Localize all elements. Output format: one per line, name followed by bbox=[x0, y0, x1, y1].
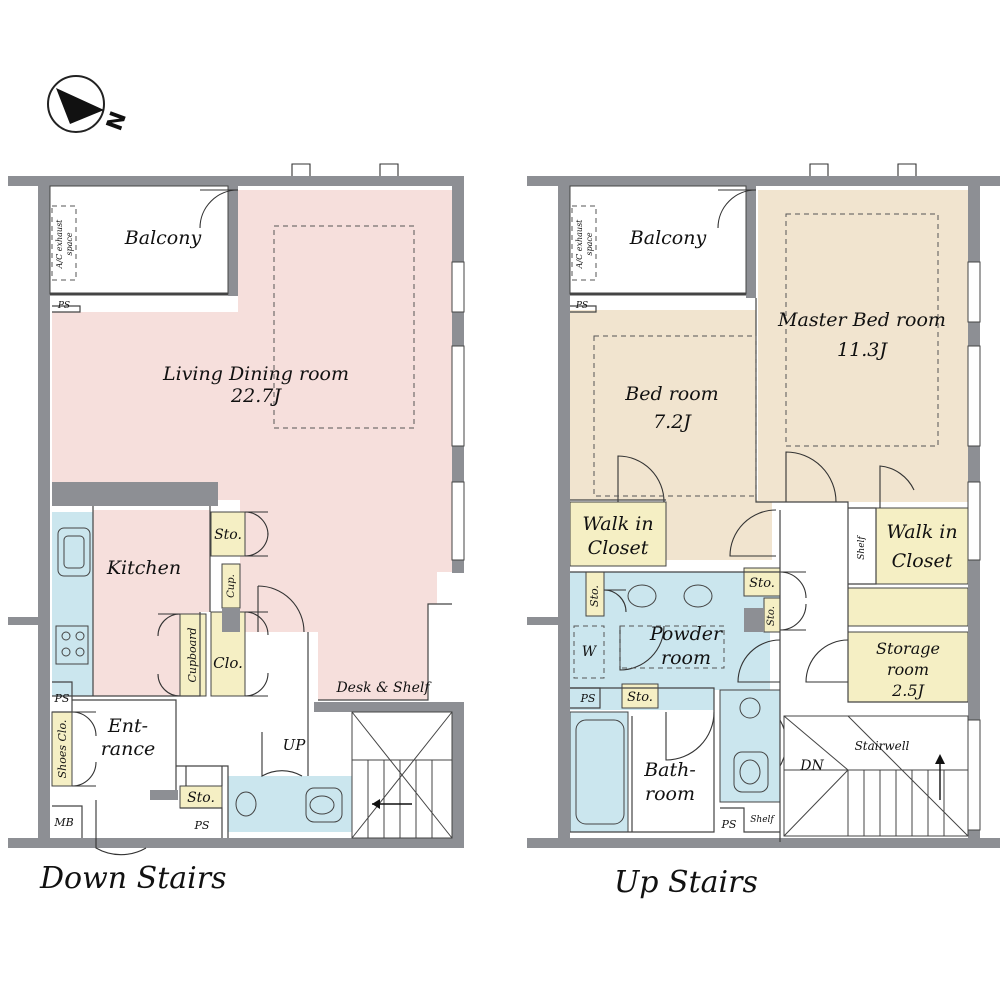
storage-room bbox=[847, 631, 969, 703]
ps-label: PS bbox=[721, 818, 737, 831]
bedroom bbox=[570, 310, 772, 560]
storage-room-size: 2.5J bbox=[891, 681, 925, 700]
ps-label: PS bbox=[57, 301, 70, 311]
storage-label: Sto. bbox=[588, 585, 601, 607]
walk-in-closet-label-2: Closet bbox=[892, 550, 953, 572]
up-stairs-plan: Balcony A/C exhaust space PS Bed room 7.… bbox=[527, 163, 1000, 900]
meter-box-label: MB bbox=[53, 816, 73, 829]
living-dining-room bbox=[52, 190, 452, 700]
storage-room-label: Storage bbox=[876, 639, 940, 658]
walk-in-closet-label: Walk in bbox=[886, 521, 957, 543]
powder-room bbox=[570, 572, 780, 710]
shelf-label: Shelf bbox=[857, 535, 867, 560]
ps-label: PS bbox=[54, 692, 70, 705]
ac-exhaust-label: A/C exhaust bbox=[575, 219, 584, 270]
storage-label: Sto. bbox=[214, 527, 242, 543]
cupboard-label-short: Cup. bbox=[226, 574, 237, 598]
storage-label: Sto. bbox=[749, 576, 775, 591]
desk-shelf-label: Desk & Shelf bbox=[335, 680, 432, 696]
powder-room-label: Powder bbox=[649, 623, 724, 645]
walk-in-closet-label: Walk in bbox=[582, 513, 653, 535]
down-stairs-plan: Balcony A/C exhaust space PS Living Dini… bbox=[8, 163, 465, 896]
up-stairs-title: Up Stairs bbox=[614, 865, 758, 900]
bedroom-label: Bed room bbox=[624, 383, 718, 405]
shelf-label: Shelf bbox=[750, 815, 775, 825]
living-dining-size: 22.7J bbox=[230, 385, 282, 407]
north-arrow-icon: N bbox=[47, 75, 132, 134]
stairs-up-label: UP bbox=[283, 736, 307, 754]
bathroom-tub bbox=[569, 711, 629, 833]
balcony-label: Balcony bbox=[629, 227, 707, 249]
ac-exhaust-label-2: space bbox=[65, 232, 74, 255]
toilet-room bbox=[228, 776, 352, 832]
shoes-closet-label: Shoes Clo. bbox=[56, 720, 69, 779]
storage-label: Sto. bbox=[766, 606, 777, 626]
ac-exhaust-label: A/C exhaust bbox=[55, 219, 64, 270]
kitchen-counter bbox=[52, 512, 93, 696]
stairwell bbox=[783, 715, 969, 837]
ps-label: PS bbox=[194, 819, 210, 832]
bathroom-label: Bath- bbox=[643, 759, 696, 781]
entrance-label: Ent- bbox=[107, 715, 148, 737]
stairs-down-label: DN bbox=[799, 758, 824, 774]
kitchen-label: Kitchen bbox=[106, 557, 181, 579]
powder-room-label-2: room bbox=[661, 647, 711, 669]
ac-exhaust-label-2: space bbox=[585, 232, 594, 255]
master-bedroom-label: Master Bed room bbox=[777, 309, 946, 331]
walk-in-closet bbox=[569, 501, 667, 567]
entrance-label-2: rance bbox=[101, 738, 156, 760]
walk-in-closet bbox=[875, 507, 969, 585]
bedroom-size: 7.2J bbox=[653, 411, 692, 433]
north-label: N bbox=[102, 108, 132, 134]
ps-label: PS bbox=[580, 692, 596, 705]
down-stairs-title: Down Stairs bbox=[39, 861, 226, 896]
master-bedroom-size: 11.3J bbox=[837, 339, 888, 361]
stairs bbox=[351, 711, 453, 839]
master-bedroom bbox=[758, 190, 968, 502]
living-dining-label: Living Dining room bbox=[162, 363, 349, 385]
cupboard-label: Cupboard bbox=[186, 627, 199, 682]
storage-label: Sto. bbox=[187, 790, 215, 806]
storage-label: Sto. bbox=[627, 690, 653, 705]
walk-in-closet-label-2: Closet bbox=[588, 537, 649, 559]
balcony-label: Balcony bbox=[124, 227, 202, 249]
washer-label: W bbox=[582, 644, 598, 660]
toilet-room bbox=[719, 689, 781, 803]
stairwell-label: Stairwell bbox=[855, 739, 910, 753]
ps-label: PS bbox=[575, 301, 588, 311]
bathroom-label-2: room bbox=[645, 783, 695, 805]
closet-label: Clo. bbox=[213, 654, 243, 672]
storage-room-label-2: room bbox=[887, 660, 929, 679]
